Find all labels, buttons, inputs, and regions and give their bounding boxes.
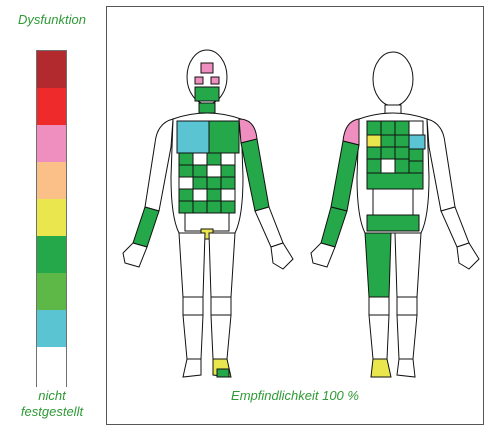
front-left-shin	[183, 315, 203, 359]
back-right-arm	[427, 119, 455, 211]
back-upper-grid	[367, 121, 425, 231]
front-left-forearm	[133, 207, 159, 247]
body-map	[107, 7, 485, 426]
front-right-arm	[241, 139, 269, 211]
back-left-foot	[371, 359, 391, 377]
legend-bottom-line1: nicht	[2, 388, 102, 404]
front-right-shin	[211, 315, 231, 359]
back-left-arm	[331, 141, 359, 211]
front-chest-green	[209, 121, 239, 153]
back-left-shin	[369, 315, 389, 359]
scale-level-green	[37, 236, 66, 273]
front-left-arm	[145, 119, 173, 211]
scale-level-cyan	[37, 310, 66, 347]
scale-level-red	[37, 88, 66, 125]
back-head	[373, 52, 413, 106]
front-eye-left	[195, 77, 203, 84]
back-right-knee	[397, 297, 417, 315]
scale-level-pink	[37, 125, 66, 162]
front-forehead-pink	[201, 63, 213, 73]
back-right-shin	[397, 315, 417, 359]
legend-bottom-label: nicht festgestellt	[2, 388, 102, 420]
sensitivity-caption: Empfindlichkeit 100 %	[120, 388, 470, 403]
dysfunction-scale	[36, 50, 67, 387]
scale-level-yellow	[37, 199, 66, 236]
back-right-forearm	[441, 207, 469, 247]
back-left-thigh	[365, 233, 391, 297]
scale-level-orange	[37, 162, 66, 199]
front-chest-cyan	[177, 121, 209, 153]
back-right-thigh	[395, 233, 421, 297]
front-right-hand	[271, 243, 293, 269]
front-left-foot	[183, 359, 201, 377]
front-neck	[199, 103, 215, 113]
front-right-knee	[211, 297, 231, 315]
front-right-forearm	[255, 207, 283, 247]
back-left-knee	[369, 297, 389, 315]
legend-title: Dysfunktion	[2, 12, 102, 27]
front-left-thigh	[179, 233, 205, 297]
front-right-thigh	[209, 233, 235, 297]
back-left-forearm	[321, 207, 347, 247]
back-right-hand	[457, 243, 479, 269]
front-figure	[123, 50, 293, 377]
back-left-hand	[311, 243, 335, 267]
front-eye-right	[211, 77, 219, 84]
front-face-green	[195, 87, 219, 101]
scale-level-dark-red	[37, 51, 66, 88]
back-right-foot	[397, 359, 415, 377]
scale-level-light-green	[37, 273, 66, 310]
back-figure	[311, 52, 479, 377]
front-left-knee	[183, 297, 203, 315]
body-map-panel	[106, 6, 484, 425]
front-left-hand	[123, 243, 147, 267]
scale-level-white	[37, 347, 66, 388]
front-right-toe-green	[217, 369, 229, 377]
front-abdomen	[179, 153, 235, 231]
legend-bottom-line2: festgestellt	[2, 404, 102, 420]
